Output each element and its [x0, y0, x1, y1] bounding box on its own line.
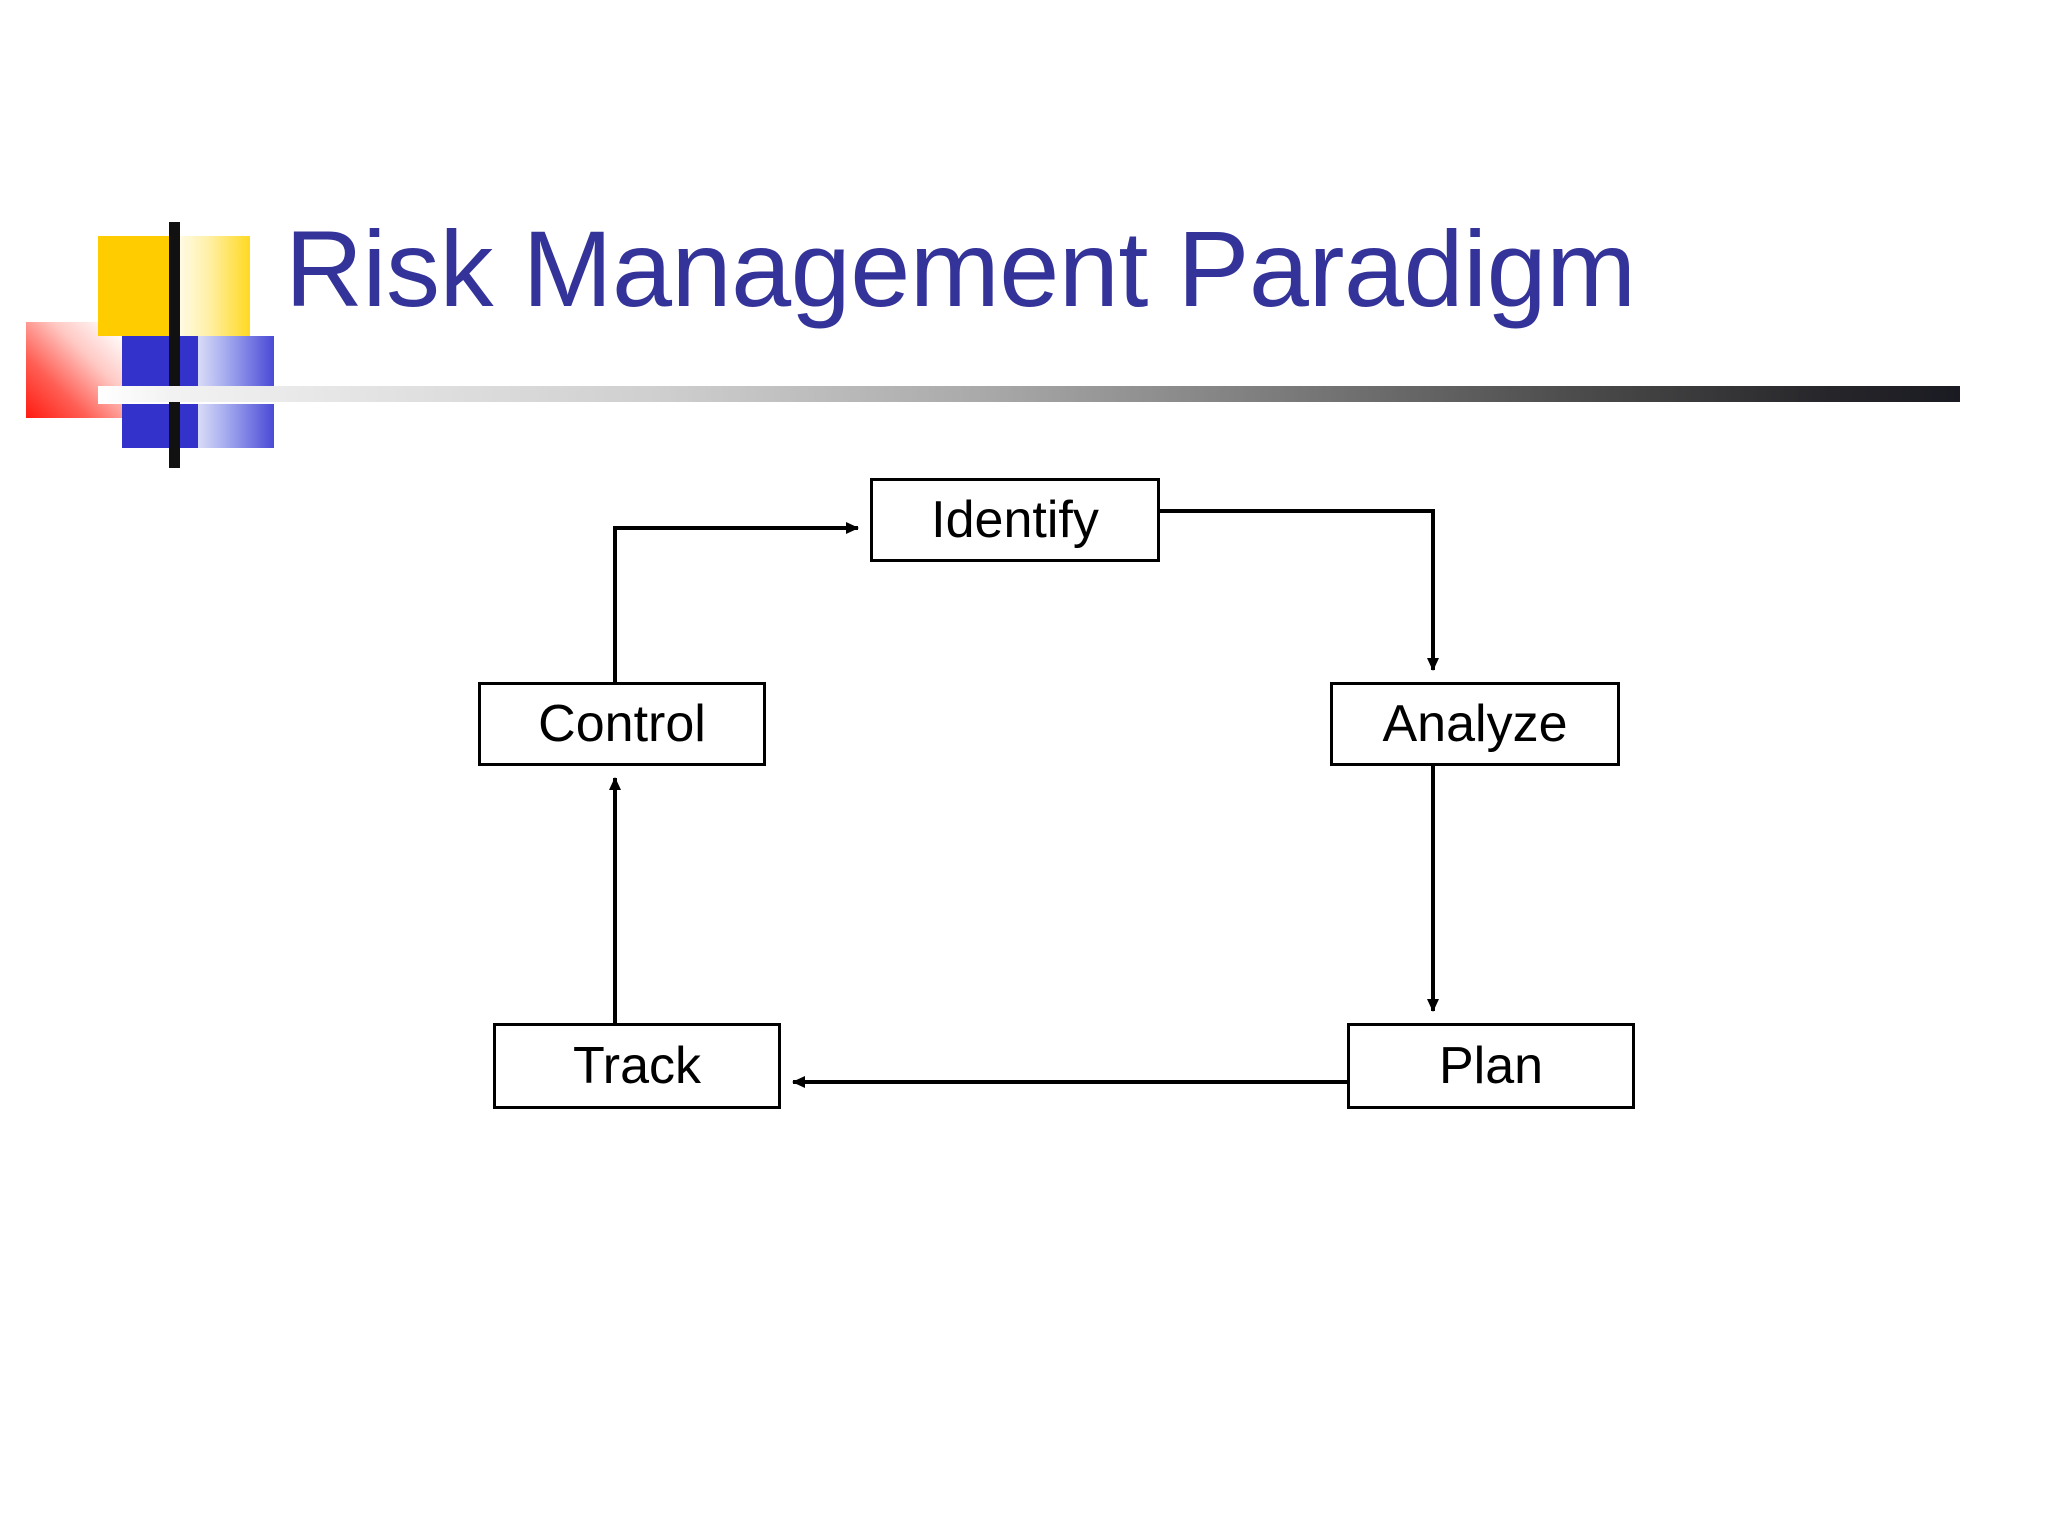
- flow-node-identify-label: Identify: [931, 491, 1099, 549]
- flow-node-track-label: Track: [572, 1037, 702, 1095]
- flow-node-control[interactable]: Control: [478, 682, 766, 766]
- decor-vertical-bar: [169, 222, 180, 468]
- decor-red-square: [26, 322, 136, 418]
- title-divider-rule: [98, 386, 1960, 402]
- slide-header: Risk Management Paradigm: [0, 0, 2048, 470]
- decor-yellow-square: [98, 236, 174, 336]
- page-title: Risk Management Paradigm: [285, 208, 1636, 329]
- flow-node-analyze-label: Analyze: [1382, 695, 1568, 753]
- flow-node-plan[interactable]: Plan: [1347, 1023, 1635, 1109]
- edge-identify-to-analyze: [1160, 509, 1439, 671]
- flow-node-control-label: Control: [538, 695, 706, 753]
- decor-yellow-gradient-square: [174, 236, 250, 336]
- flow-node-track[interactable]: Track: [493, 1023, 781, 1109]
- flow-node-plan-label: Plan: [1438, 1037, 1544, 1095]
- flow-node-identify[interactable]: Identify: [870, 478, 1160, 562]
- flow-node-analyze[interactable]: Analyze: [1330, 682, 1620, 766]
- edge-control-to-identify: [613, 522, 859, 682]
